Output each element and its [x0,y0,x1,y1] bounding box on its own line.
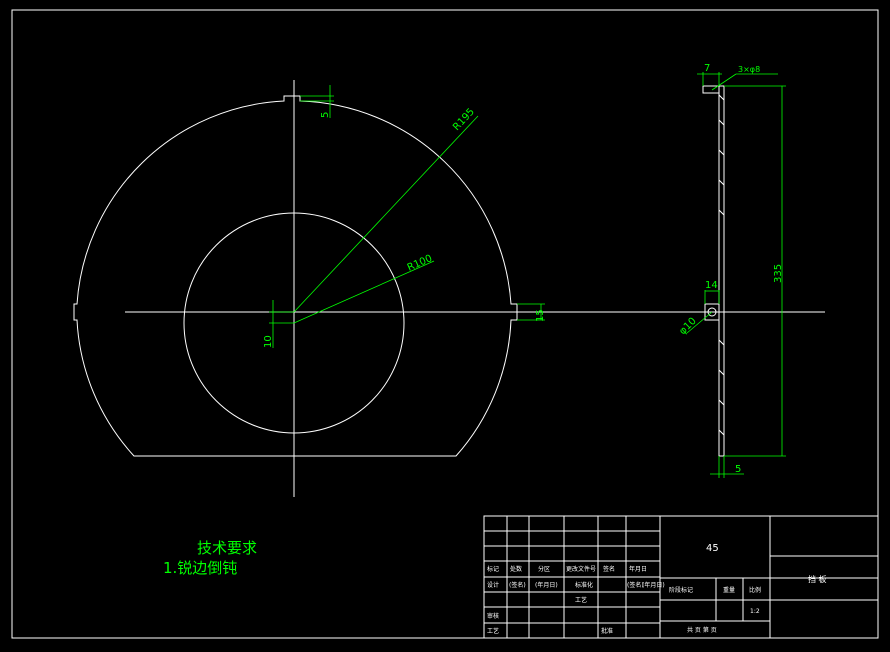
r100-label: R100 [406,253,434,274]
tb-doc-no: 更改文件号 [566,565,596,573]
phi10-label: φ10 [677,316,698,337]
tb-mark: 标记 [487,565,499,573]
plate-section [718,85,725,457]
drawing-frame [11,9,879,639]
phi10-leader [686,311,713,334]
r195-label: R195 [451,106,477,133]
center-hole [707,307,717,317]
tb-sig2: (签名) [627,581,644,589]
fifteen-label: 15 [535,309,546,322]
tb-scale-value: 1:2 [750,608,760,615]
title-block: 45 挡 板 标记 处数 分区 更改文件号 签名 年月日 设计 (签名) (年月… [483,515,879,639]
material-label: 45 [706,543,719,554]
tech-requirements-item: 1.锐边倒钝 [163,559,237,577]
tb-sig1: (签名) [509,581,526,589]
tb-process-std: 工艺 [575,596,587,604]
tb-approve: 批准 [601,627,613,635]
tb-weight: 重量 [723,586,735,594]
center-boss [704,303,720,321]
five-top-label: 5 [320,112,331,118]
tb-sheets: 共 页 第 页 [687,626,717,634]
tb-ymd2: (年月日) [642,581,665,589]
r100-leader [293,260,435,324]
top-lug [702,85,720,94]
seven-label: 7 [704,63,710,74]
tb-review: 审核 [487,612,499,620]
holes-label: 3×φ8 [738,65,760,74]
tb-sign: 签名 [603,565,615,573]
tb-zone: 分区 [538,565,550,573]
side-view: 7 3×φ8 335 14 φ10 5 [677,63,786,478]
tb-ymd1: (年月日) [535,581,558,589]
outer-profile [73,95,518,457]
tb-scale: 比例 [749,586,761,594]
hatch [718,94,725,436]
h335-label: 335 [773,264,784,283]
tech-requirements-title: 技术要求 [197,539,257,557]
five-bottom-label: 5 [735,464,741,475]
ten-label: 10 [263,335,274,348]
part-name: 挡 板 [808,574,827,584]
tb-standardize: 标准化 [575,581,593,589]
r195-leader [293,115,479,313]
tb-stage-mark: 阶段标记 [669,586,693,594]
inner-circle [183,212,405,434]
tb-process: 工艺 [487,627,499,635]
tb-date: 年月日 [629,565,647,573]
holes-leader [711,73,737,91]
fourteen-label: 14 [705,280,718,291]
tb-count: 处数 [510,565,522,573]
tb-design: 设计 [487,581,499,589]
